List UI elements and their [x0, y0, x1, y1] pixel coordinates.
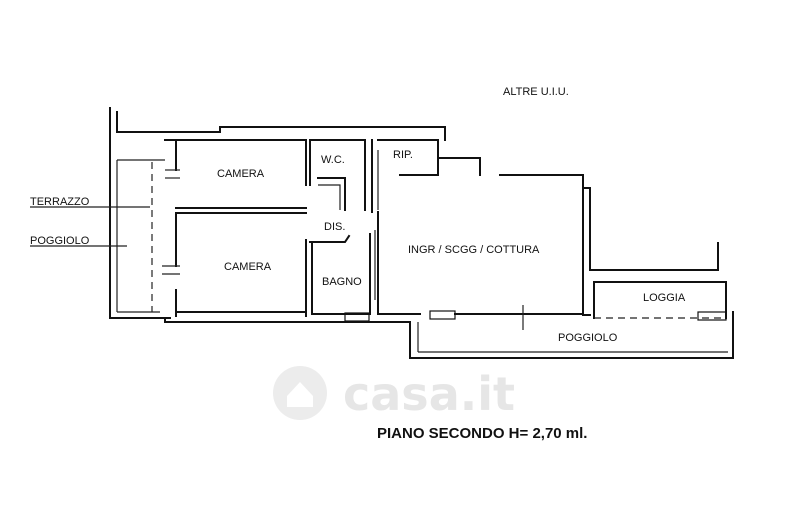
label-dis: DIS. [324, 221, 345, 233]
plan-title: PIANO SECONDO H= 2,70 ml. [377, 425, 587, 442]
label-wc: W.C. [321, 154, 345, 166]
label-camera-top: CAMERA [217, 168, 265, 180]
watermark: casa.it [273, 366, 515, 421]
label-rip: RIP. [393, 149, 413, 161]
house-icon [273, 366, 327, 420]
label-poggiolo-bottom: POGGIOLO [558, 332, 618, 344]
leader-lines [30, 206, 150, 247]
label-camera-bottom: CAMERA [224, 261, 272, 273]
label-terrazzo: TERRAZZO [30, 196, 90, 208]
label-poggiolo-left: POGGIOLO [30, 235, 90, 247]
watermark-text: casa.it [343, 367, 515, 421]
label-altre-uiu: ALTRE U.I.U. [503, 86, 569, 98]
label-bagno: BAGNO [322, 276, 362, 288]
label-ingr-soggiorno-cottura: INGR / SCGG / COTTURA [408, 244, 540, 256]
label-loggia: LOGGIA [643, 292, 686, 304]
walls [109, 107, 734, 359]
